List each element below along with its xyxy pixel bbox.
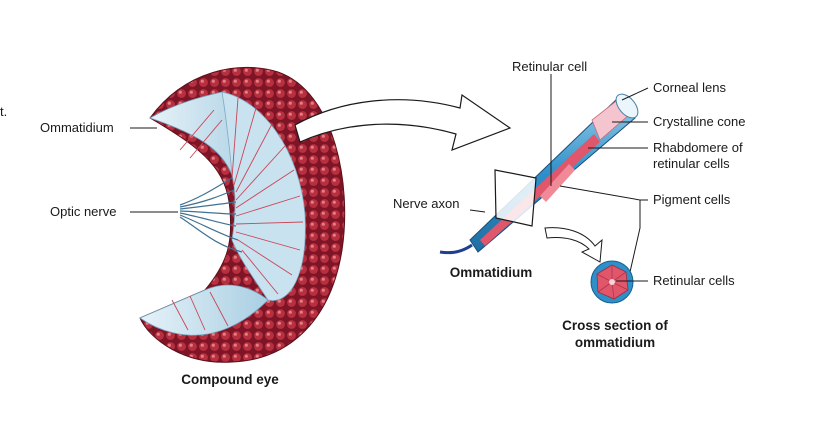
section-arrow xyxy=(544,227,603,263)
section-plane xyxy=(494,169,537,227)
label-optic-nerve: Optic nerve xyxy=(50,204,117,219)
cross-section-illustration xyxy=(590,260,648,304)
label-nerve-axon: Nerve axon xyxy=(393,196,460,211)
label-retinular-cell: Retinular cell xyxy=(512,59,588,74)
leader-nerve-axon xyxy=(469,209,486,213)
nerve-axon-line xyxy=(439,243,473,255)
caption-compound-eye: Compound eye xyxy=(181,372,279,387)
label-corneal-lens: Corneal lens xyxy=(653,80,726,95)
label-rhabdomere-line2: retinular cells xyxy=(653,156,730,171)
eye-ommatidia-region xyxy=(221,91,306,301)
label-pigment-cells: Pigment cells xyxy=(653,192,731,207)
ommatidium-illustration xyxy=(439,74,649,273)
caption-cross-section-line2: ommatidium xyxy=(574,335,656,350)
stray-text: t. xyxy=(0,104,8,119)
leader-pigment-cells xyxy=(559,185,641,273)
eye-radial-lines xyxy=(171,97,304,331)
eye-optic-nerve-fibres xyxy=(179,177,243,253)
caption-cross-section-line1: Cross section of xyxy=(562,318,668,333)
magnify-arrow xyxy=(294,93,512,151)
label-ommatidium-left: Ommatidium xyxy=(40,120,114,135)
corneal-lens-shape xyxy=(615,93,639,119)
caption-ommatidium: Ommatidium xyxy=(449,265,533,280)
leader-corneal-lens xyxy=(621,87,649,101)
label-rhabdomere-line1: Rhabdomere of xyxy=(653,140,743,155)
label-retinular-cells: Retinular cells xyxy=(653,273,735,288)
eye-cut-face-lower xyxy=(139,284,269,336)
compound-eye-illustration xyxy=(130,66,346,363)
label-crystalline-cone: Crystalline cone xyxy=(653,114,746,129)
